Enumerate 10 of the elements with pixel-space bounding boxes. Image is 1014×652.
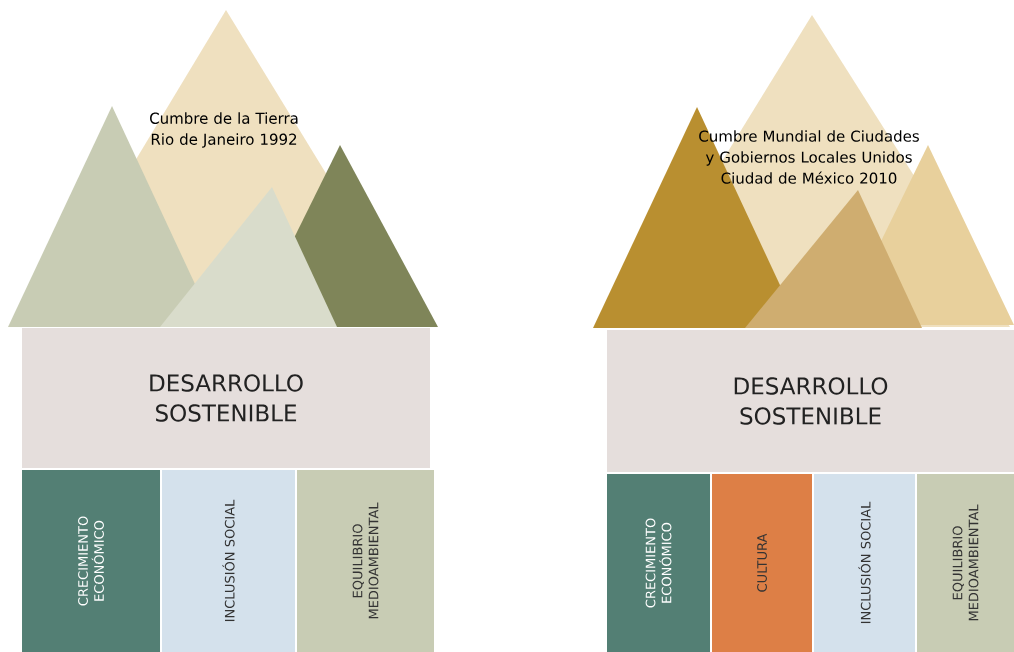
pillar-box: EQUILIBRIO MEDIOAMBIENTAL <box>917 474 1014 652</box>
banner-box: DESARROLLO SOSTENIBLE <box>607 330 1014 472</box>
summit-caption: Cumbre de la Tierra Rio de Janeiro 1992 <box>150 112 298 148</box>
pillar-box: CRECIMIENTO ECONÓMICO <box>22 470 160 652</box>
pillar-box: EQUILIBRIO MEDIOAMBIENTAL <box>297 470 434 652</box>
pillar-box: INCLUSIÓN SOCIAL <box>162 470 295 652</box>
banner-box: DESARROLLO SOSTENIBLE <box>22 328 430 468</box>
pillar-box: CRECIMIENTO ECONÓMICO <box>607 474 710 652</box>
pillar-box: CULTURA <box>712 474 812 652</box>
pillar-box: INCLUSIÓN SOCIAL <box>814 474 915 652</box>
